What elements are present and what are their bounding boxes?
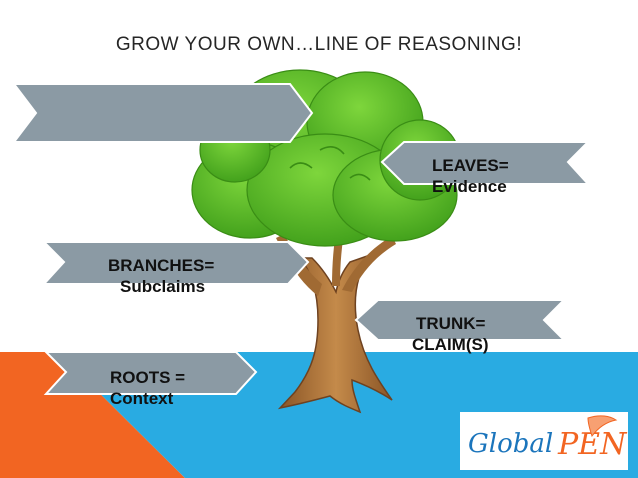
branches-label-line2: Subclaims bbox=[120, 277, 206, 296]
roots-label-line2: Context bbox=[110, 389, 174, 408]
arrow-leaves bbox=[380, 141, 591, 185]
roots-label-line1: ROOTS = bbox=[110, 368, 186, 387]
arrow-trunk bbox=[354, 299, 567, 341]
tree-trunk bbox=[277, 253, 393, 414]
leaves-label-line1: LEAVES= bbox=[432, 156, 509, 175]
arrow-top-blank bbox=[11, 83, 314, 143]
logo-global-text: Global bbox=[468, 429, 553, 459]
slide-title: GROW YOUR OWN…LINE OF REASONING! bbox=[115, 34, 523, 55]
roots-label: ROOTS = Context bbox=[110, 367, 185, 409]
trunk-label: TRUNK= CLAIM(S) bbox=[412, 313, 488, 355]
arrow-roots bbox=[43, 351, 258, 395]
arrow-branches bbox=[41, 241, 310, 285]
leaves-label: LEAVES= Evidence bbox=[432, 155, 509, 197]
orange-corner-shape bbox=[0, 352, 185, 478]
globalpen-logo-art: Global PEN bbox=[468, 415, 628, 462]
quill-icon bbox=[587, 415, 618, 438]
trunk-label-line1: TRUNK= bbox=[416, 314, 486, 333]
blue-right-block bbox=[448, 352, 638, 414]
trunk-label-line2: CLAIM(S) bbox=[412, 335, 489, 354]
tree-leaf-highlights bbox=[289, 146, 371, 181]
branches-label-line1: BRANCHES= bbox=[108, 256, 215, 275]
tree-branch-right bbox=[342, 236, 396, 292]
branches-label: BRANCHES= Subclaims bbox=[108, 255, 214, 297]
leaves-label-line2: Evidence bbox=[432, 177, 507, 196]
globalpen-logo: Global PEN bbox=[460, 412, 628, 470]
